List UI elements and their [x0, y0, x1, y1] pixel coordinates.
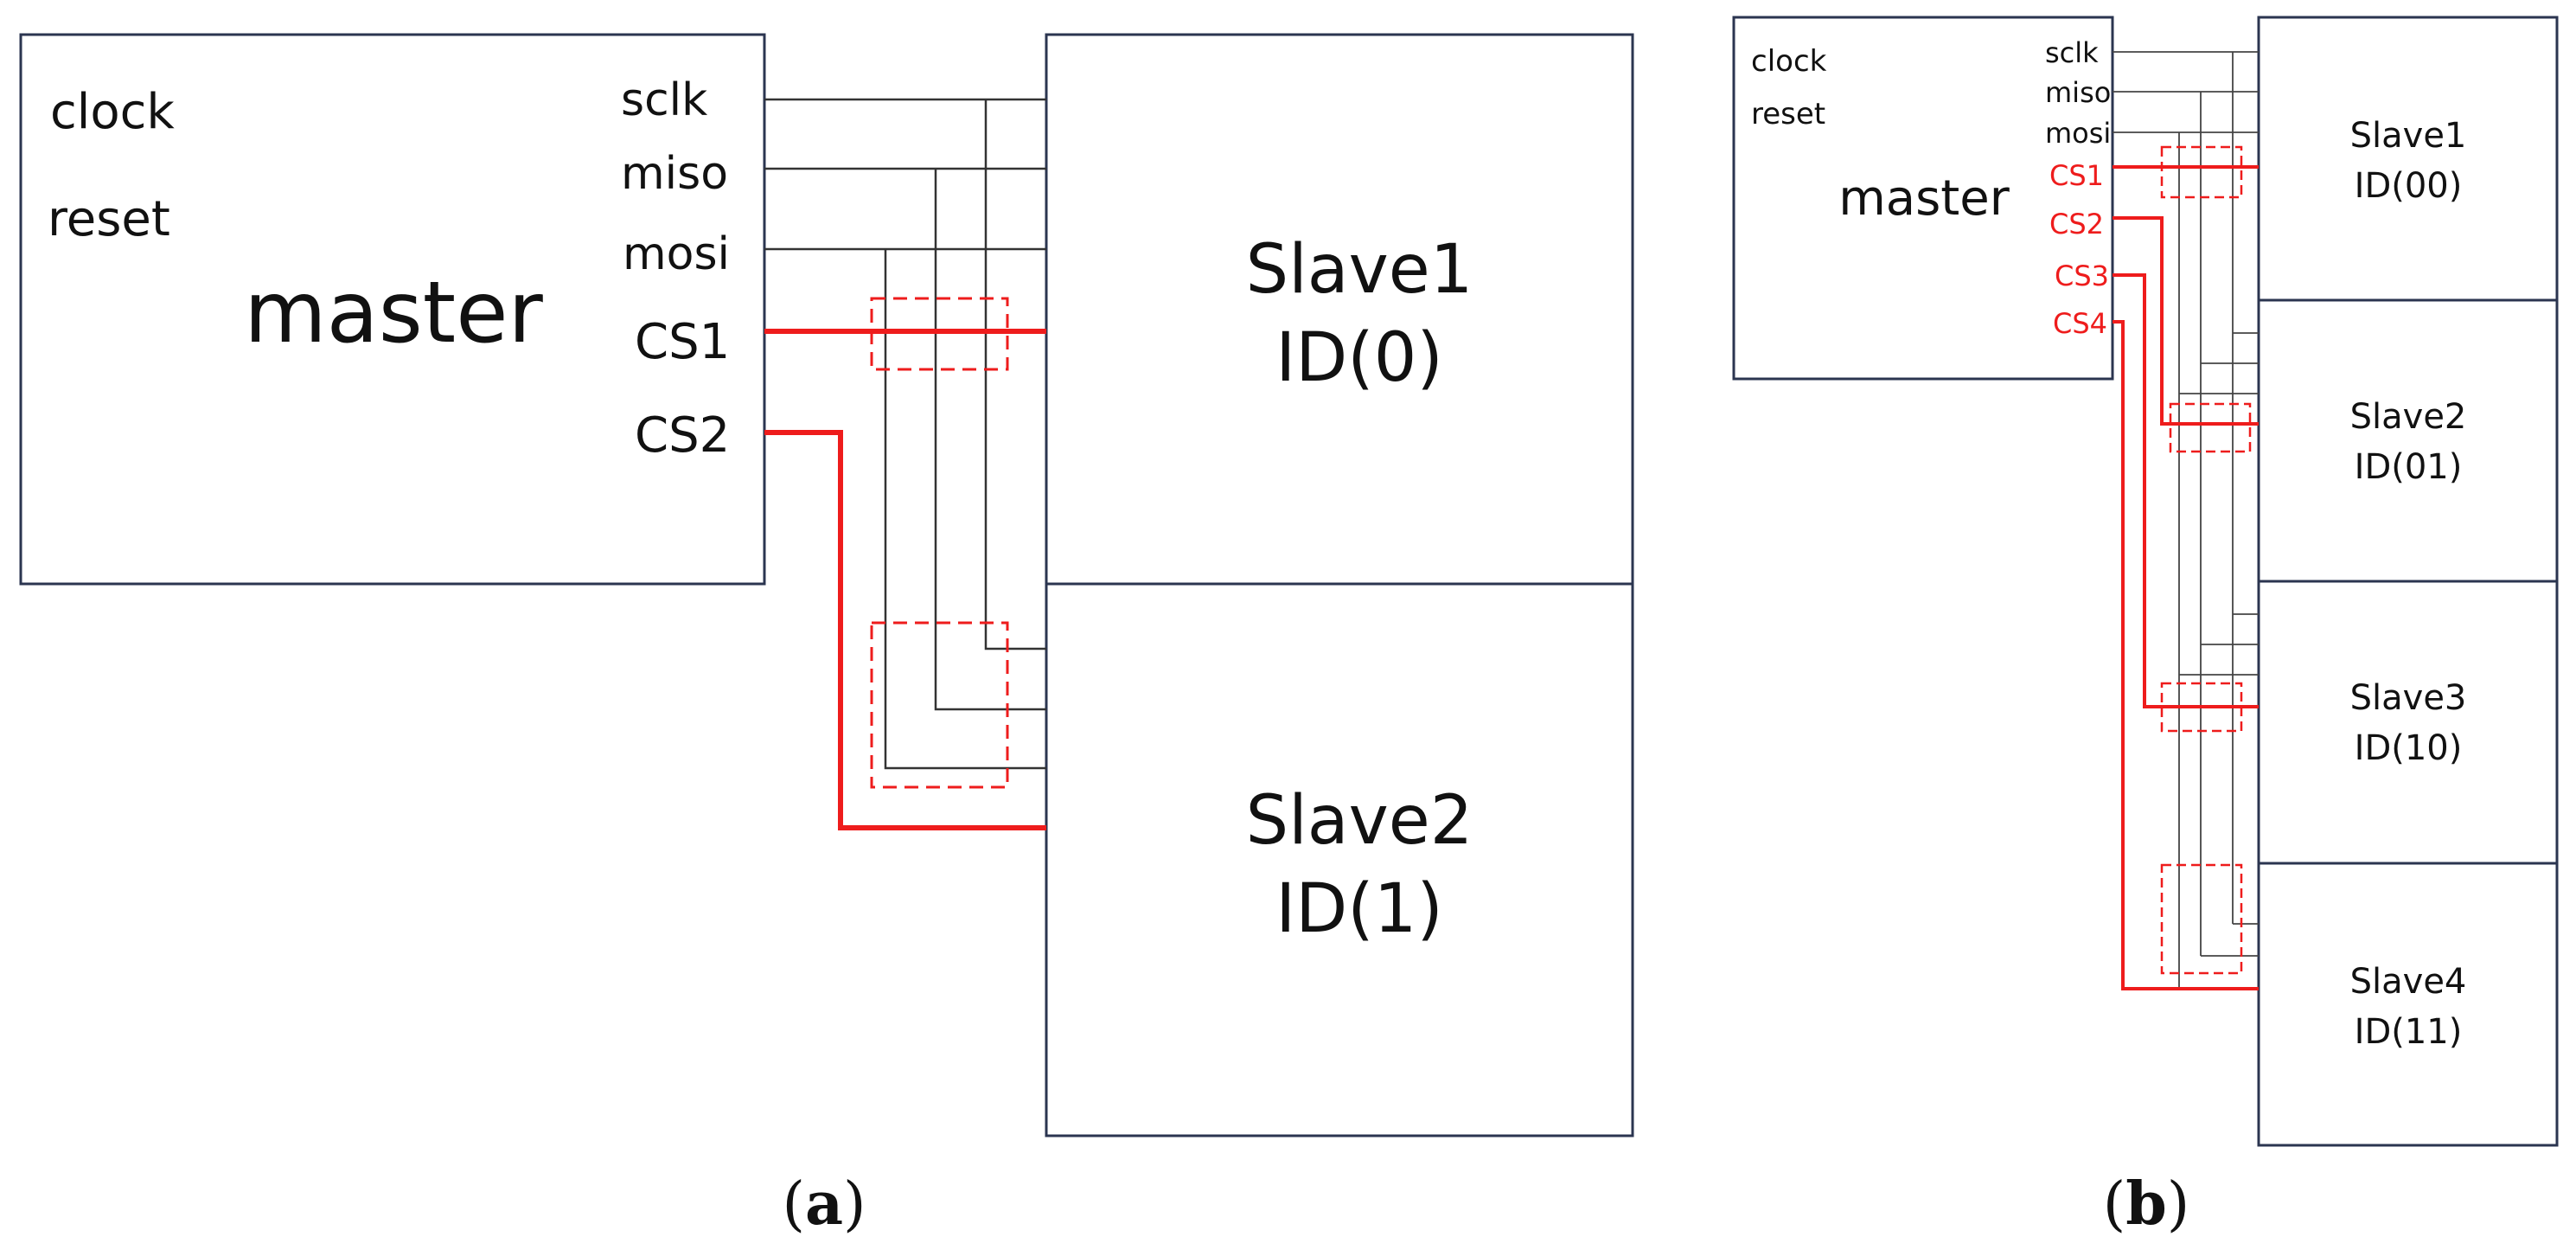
panel-b-master-box: [1732, 16, 2114, 381]
panel-a-highlight-slave1: [870, 297, 1009, 371]
panel-b-highlight-slave3: [2160, 682, 2243, 733]
panel-a-port-sclk: sclk: [621, 74, 707, 126]
panel-a-slave1-box: [1045, 33, 1634, 586]
panel-a-cs2-wire: [764, 430, 1046, 830]
panel-b-port-cs1: CS1: [2049, 159, 2104, 192]
panel-b-slave2-box: [2257, 298, 2559, 583]
panel-a-caption: (a): [782, 1169, 866, 1239]
panel-a-slave2-box: [1045, 582, 1634, 1137]
panel-b-cs3-wire: [2113, 273, 2259, 708]
panel-b-port-cs4: CS4: [2053, 307, 2107, 340]
panel-b-slave1-id: ID(00): [2355, 166, 2463, 206]
panel-b-clock-label: clock: [1751, 44, 1827, 79]
panel-b-cs4-wire: [2113, 320, 2259, 990]
panel-a-port-cs1: CS1: [635, 314, 730, 370]
panel-b-port-miso: miso: [2045, 76, 2111, 109]
panel-b-slave2-id: ID(01): [2355, 447, 2463, 487]
panel-b-port-cs3: CS3: [2055, 260, 2109, 292]
panel-a-mosi-drop: [884, 249, 1046, 770]
panel-b-slave4-box: [2257, 862, 2559, 1147]
panel-a-highlight-slave2: [870, 621, 1009, 789]
panel-a: clock reset master sclk miso mosi CS1 CS…: [19, 33, 1634, 1239]
panel-a-miso-drop: [934, 169, 1046, 711]
panel-b-master-title: master: [1838, 170, 2010, 227]
panel-a-port-miso: miso: [621, 148, 728, 200]
panel-b-highlight-slave2: [2169, 402, 2252, 453]
panel-a-port-cs2: CS2: [635, 407, 730, 464]
panel-a-slave1-id: ID(0): [1275, 319, 1443, 397]
panel-a-master-title: master: [244, 264, 543, 362]
panel-a-master-box: [19, 33, 766, 586]
panel-a-port-mosi: mosi: [623, 228, 730, 280]
panel-a-slave1-name: Slave1: [1246, 231, 1473, 309]
panel-b-bus-wires: [2113, 51, 2259, 989]
panel-b-cs2-wire: [2113, 216, 2259, 426]
panel-a-slave2-id: ID(1): [1275, 870, 1443, 948]
panel-b-port-cs2: CS2: [2049, 208, 2104, 240]
panel-a-slave2-name: Slave2: [1246, 782, 1473, 860]
panel-a-sclk-drop: [984, 99, 1046, 650]
panel-b-port-mosi: mosi: [2045, 117, 2111, 150]
panel-b: clock reset master sclk miso mosi CS1 CS…: [1732, 16, 2559, 1239]
panel-b-caption: (b): [2103, 1169, 2190, 1239]
panel-b-highlights: [2160, 145, 2252, 975]
panel-b-slave3-name: Slave3: [2350, 678, 2467, 718]
panel-b-slave3-id: ID(10): [2355, 728, 2463, 768]
panel-a-reset-label: reset: [48, 191, 170, 247]
panel-a-highlights: [870, 297, 1009, 789]
panel-b-slave3-box: [2257, 580, 2559, 865]
panel-b-highlight-slave1: [2160, 145, 2243, 199]
panel-a-clock-label: clock: [50, 84, 175, 140]
panel-b-slave2-name: Slave2: [2350, 397, 2467, 437]
panel-b-port-sclk: sclk: [2045, 36, 2099, 69]
panel-b-slave1-box: [2257, 16, 2559, 302]
panel-b-reset-label: reset: [1751, 97, 1825, 131]
panel-b-slave4-name: Slave4: [2350, 962, 2467, 1002]
panel-a-bus-wires: [764, 98, 1046, 770]
panel-b-slave4-id: ID(11): [2355, 1012, 2463, 1052]
panel-b-highlight-slave4: [2160, 863, 2243, 975]
panel-b-cs-wires: [2113, 165, 2259, 990]
panel-b-slave1-name: Slave1: [2350, 116, 2467, 156]
panel-a-cs-wires: [764, 329, 1046, 830]
